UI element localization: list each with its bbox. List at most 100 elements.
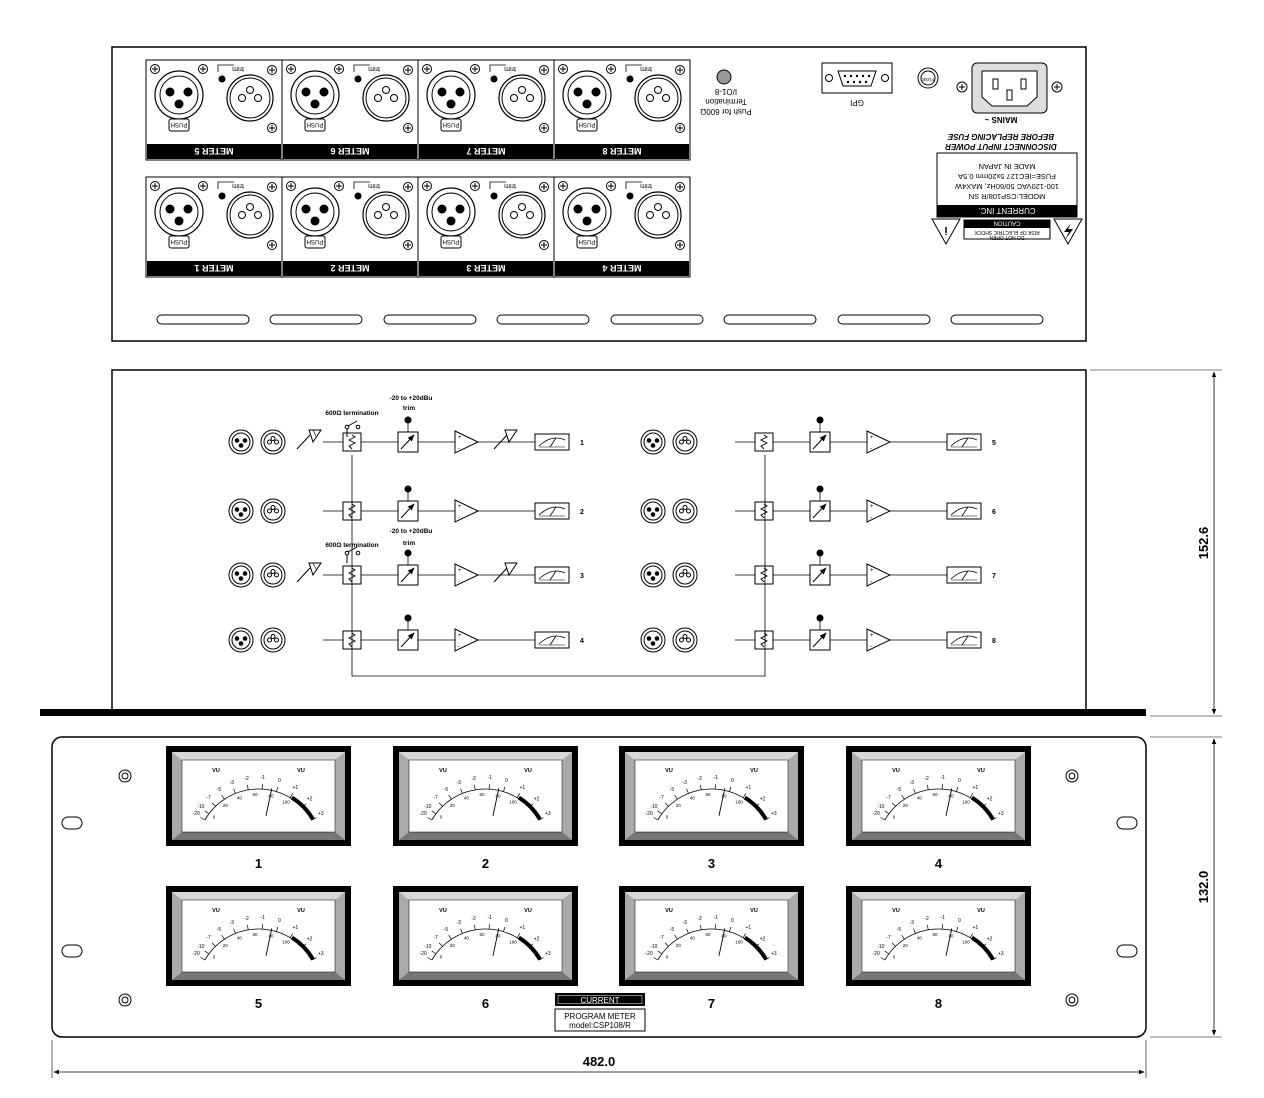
vu-scale-label: -20 [873,951,880,957]
vu-scale-label: 0 [958,778,961,784]
screw-icon [198,64,208,74]
meter-label: METER 7 [466,146,505,156]
trim-label: trim [232,65,244,72]
vu-percent-label: 20 [903,943,909,948]
trim-label: trim [640,65,652,72]
vu-percent-label: 40 [690,795,696,800]
vu-label: VU [297,908,305,914]
push-label: PUSH [171,238,188,244]
channel-number: 7 [992,573,996,580]
vu-scale-label: -20 [420,811,427,817]
rating-plate: CURRENT INC. MODEL:CSP108/R SN 100-120VA… [936,152,1078,218]
vu-percent-label: 60 [933,932,939,937]
vu-scale-label: +3 [318,811,324,817]
vu-percent-label: 100 [962,939,970,944]
vu-scale-label: -1 [261,915,266,921]
meter-symbol [946,502,982,520]
push-label: PUSH [307,238,324,244]
vu-scale-label: -20 [873,811,880,817]
vu-scale-label: -20 [646,811,653,817]
vu-scale-label: -5 [670,787,675,793]
screw-icon [675,182,685,192]
info-icon: i [944,224,947,236]
vu-scale-label: -1 [261,775,266,781]
front-screws [118,769,1079,1007]
push-latch[interactable] [168,235,190,249]
trim-label: trim [368,65,380,72]
vu-scale-label: 0 [958,918,961,924]
vu-scale-label: 0 [731,778,734,784]
vu-percent-label: 100 [509,799,517,804]
vu-scale-label: -1 [714,775,719,781]
connection-flag-icon [308,429,322,444]
screw-icon [150,181,160,191]
vu-percent-label: 0 [893,815,896,820]
push-latch[interactable] [168,118,190,132]
channel-number: 1 [580,440,584,447]
push-label: PUSH [443,238,460,244]
gpi-connector[interactable] [821,62,893,94]
vu-percent-label: 80 [722,793,728,798]
termination-switch[interactable] [716,69,732,85]
vu-percent-label: 60 [480,792,486,797]
vu-scale-label: -5 [670,927,675,933]
trim-pot[interactable] [218,75,226,83]
vu-percent-label: 0 [666,955,669,960]
push-latch[interactable] [440,118,462,132]
vu-percent-label: 20 [676,803,682,808]
vu-scale-label: -5 [897,927,902,933]
trim-pot[interactable] [626,192,634,200]
termination-bus [351,455,766,677]
signal-chain-row: +-6 [640,485,996,524]
svg-text:+: + [458,504,462,510]
screw-icon [286,181,296,191]
vu-percent-label: 20 [676,943,682,948]
push-label: PUSH [579,238,596,244]
mains-inlet[interactable] [956,62,1063,114]
vu-label: VU [297,768,305,774]
svg-text:-: - [458,644,460,650]
trim-pot[interactable] [490,75,498,83]
vent-slot [610,314,704,325]
vu-percent-label: 0 [213,955,216,960]
vu-scale-label: -20 [646,951,653,957]
vu-scale-label: -7 [433,795,438,801]
trim-pot[interactable] [490,192,498,200]
vu-scale-label: +1 [520,785,526,791]
vu-needle [265,928,273,956]
push-latch[interactable] [304,118,326,132]
fuse-holder[interactable] [917,67,939,89]
vu-scale-label: -10 [650,944,657,950]
screw-icon [334,64,344,74]
svg-text:+: + [458,435,462,441]
vu-percent-label: 60 [480,932,486,937]
trim-pot[interactable] [354,192,362,200]
vu-scale-label: 0 [278,918,281,924]
push-latch[interactable] [304,235,326,249]
screw-icon [267,123,277,133]
screw-icon [403,123,413,133]
rack-ear-slot-2 [61,944,83,958]
push-latch[interactable] [576,235,598,249]
trim-pot[interactable] [626,75,634,83]
vu-percent-label: 0 [440,955,443,960]
signal-chain-row: +-3 [228,549,584,588]
vu-scale-label: -10 [877,804,884,810]
trim-pot[interactable] [218,192,226,200]
vu-scale-label: +1 [293,785,299,791]
push-latch[interactable] [440,235,462,249]
vu-scale-label: +1 [293,925,299,931]
vu-scale-label: +1 [746,785,752,791]
vu-label: VU [524,768,532,774]
trim-pot[interactable] [354,75,362,83]
vu-scale-label: +2 [534,796,540,802]
amplifier-symbol [454,499,480,523]
vu-scale-label: -2 [924,776,929,782]
push-latch[interactable] [576,118,598,132]
